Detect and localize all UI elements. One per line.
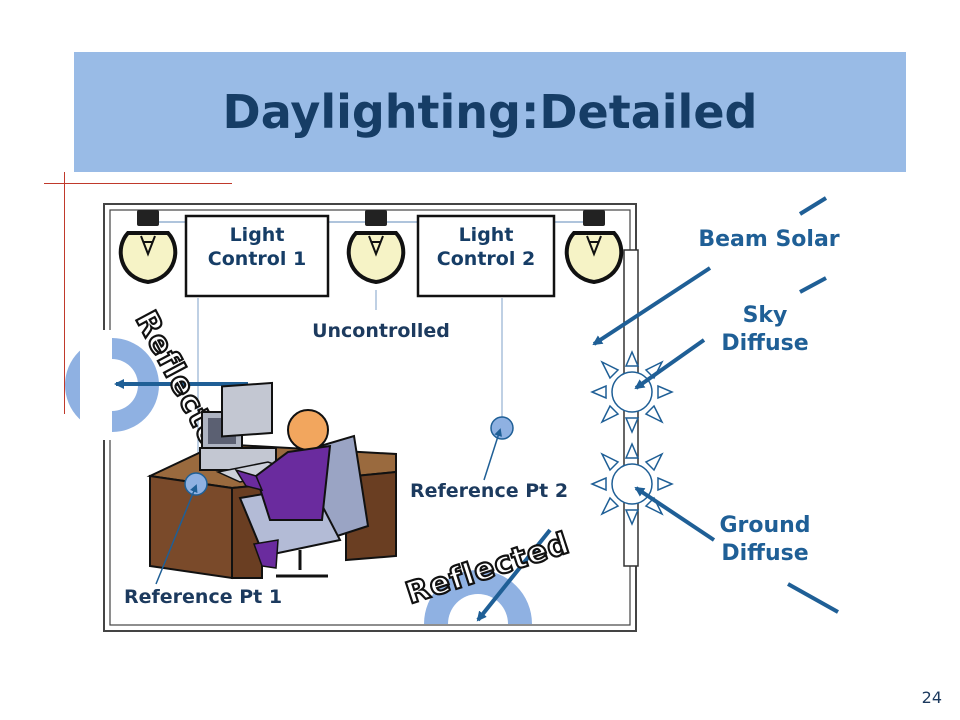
beam-solar-arrow (592, 196, 828, 346)
reflector-bottom (424, 528, 552, 624)
page-number: 24 (921, 688, 942, 707)
title-bar (74, 52, 906, 172)
light-control-1-box (184, 214, 330, 298)
light-control-2-box (416, 214, 556, 298)
page-title: Daylighting:Detailed (222, 85, 758, 139)
sun-icon (590, 442, 674, 526)
reflector-left (65, 330, 248, 440)
ground-diffuse-arrow (634, 486, 839, 614)
sun-icon (590, 350, 674, 434)
light-bulb-icon (118, 210, 178, 285)
sky-diffuse-arrow (634, 276, 827, 390)
uncontrolled-label: Uncontrolled (312, 320, 450, 342)
light-bulb-icon (564, 210, 624, 285)
person-at-desk-illustration (146, 381, 397, 580)
reference-pt-2-label: Reference Pt 2 (410, 480, 569, 502)
decorative-line-horizontal (44, 183, 232, 184)
reference-point-1-marker (184, 472, 208, 496)
beam-solar-label: Beam Solar (698, 227, 840, 252)
light-bulb-icon (346, 210, 406, 285)
reference-point-2-marker (490, 416, 514, 440)
decorative-line-vertical (64, 172, 65, 414)
reference-pt-1-label: Reference Pt 1 (124, 586, 283, 608)
